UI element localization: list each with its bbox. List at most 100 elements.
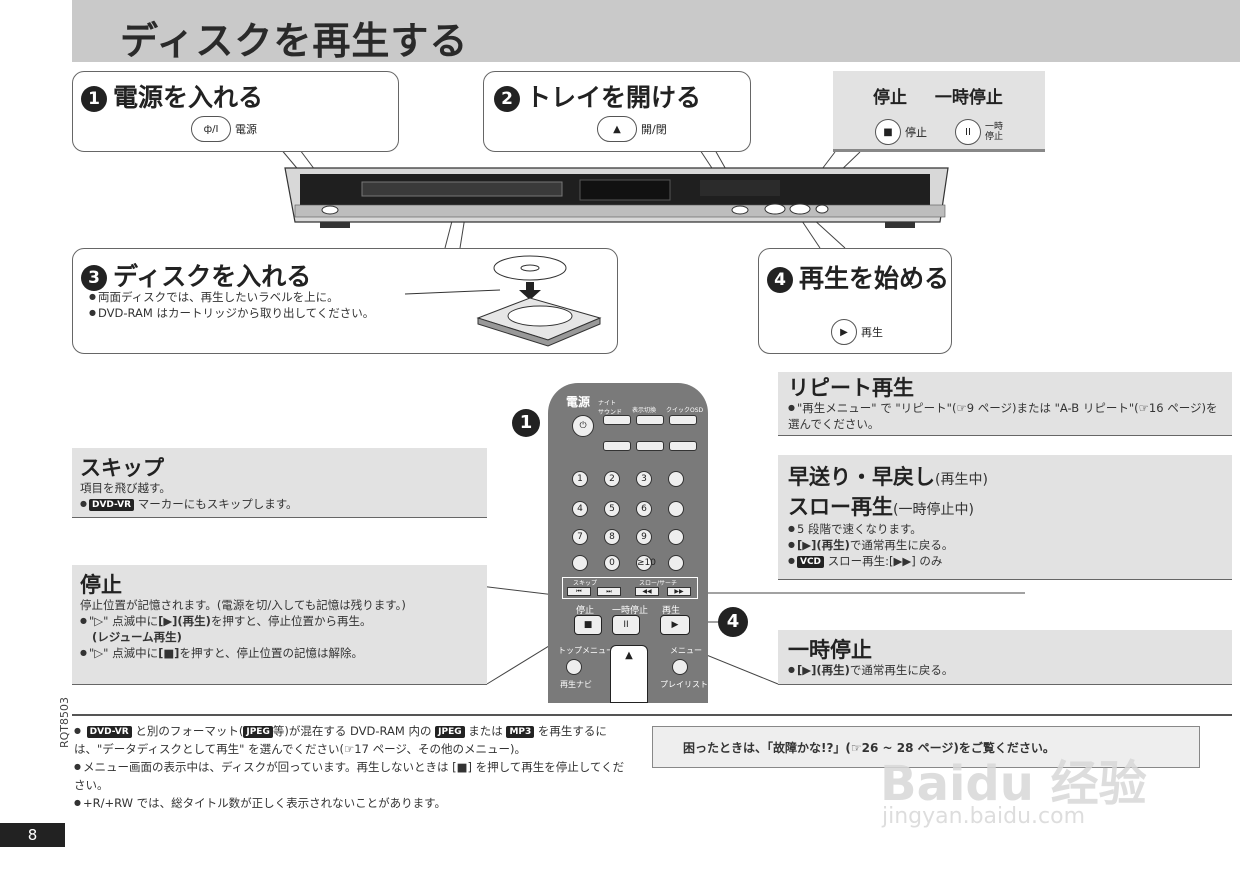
- step3-note: DVD-RAM はカートリッジから取り出してください。: [89, 305, 374, 321]
- remote-stop-label: 停止: [576, 606, 595, 616]
- dvd-vr-tag: DVD-VR: [88, 499, 135, 511]
- remote-quickosd-key: [669, 415, 697, 425]
- remote-key: [668, 501, 684, 517]
- pause-section: 一時停止 [▶](再生)で通常再生に戻る。: [778, 630, 1232, 685]
- skip-back-icon: ⏮: [567, 587, 591, 596]
- play-icon: ▶: [831, 319, 857, 345]
- stop-section-title: 停止: [80, 573, 122, 597]
- skip-line: マーカーにもスキップします。: [137, 497, 298, 511]
- ff-slow-section: 早送り・早戻し(再生中) スロー再生(一時停止中) 5 段階で速くなります。 […: [778, 455, 1232, 580]
- trouble-note: 困ったときは、「故障かな!?」(☞26 ~ 28 ページ)をご覧ください。: [652, 726, 1200, 768]
- remote-key-7: 7: [572, 529, 588, 545]
- pause-title: 一時停止: [934, 88, 1003, 108]
- step-number: 2: [494, 86, 520, 112]
- remote-key-3: 3: [636, 471, 652, 487]
- pause-label: 一時 停止: [985, 122, 1004, 142]
- remote-key: [668, 529, 684, 545]
- remote-key-8: 8: [604, 529, 620, 545]
- remote-night-label: ナイト サウンド: [598, 400, 623, 416]
- remote-menu-label: メニュー: [670, 646, 702, 655]
- remote-display-label: 表示切換: [632, 407, 657, 414]
- stop-line: 停止位置が記憶されます。(電源を切/入しても記憶は残ります。): [80, 598, 406, 612]
- eject-icon: ▲: [597, 116, 637, 142]
- repeat-section: リピート再生 "再生メニュー" で "リピート"(☞9 ページ)または "A-B…: [778, 372, 1232, 436]
- remote-key-5: 5: [604, 501, 620, 517]
- remote-stop-icon: ■: [574, 615, 602, 635]
- remote-key: [668, 471, 684, 487]
- remote-play-label: 再生: [662, 606, 681, 616]
- remote-key-4: 4: [572, 501, 588, 517]
- step-number: 4: [718, 607, 748, 637]
- open-close-label: 開/閉: [641, 123, 667, 136]
- remote-up-icon: ▲: [610, 645, 648, 703]
- remote-night-key: [603, 415, 631, 425]
- model-code: RQT8503: [58, 696, 71, 748]
- remote-playlist-label: プレイリスト: [660, 680, 708, 689]
- remote-key-0: 0: [604, 555, 620, 571]
- remote-key-2: 2: [604, 471, 620, 487]
- remote-key: [668, 555, 684, 571]
- remote-pause-icon: II: [612, 615, 640, 635]
- remote-skip-label: スキップ: [573, 580, 598, 587]
- remote-key: [669, 441, 697, 451]
- repeat-text: "再生メニュー" で "リピート"(☞9 ページ)または "A-B リピート"(…: [788, 400, 1218, 432]
- remote-navi-label: 再生ナビ: [560, 680, 592, 689]
- stop-pause-box: 停止 一時停止 ■ 停止 II 一時 停止: [833, 71, 1045, 152]
- remote-power-icon: ⏻: [572, 415, 594, 437]
- divider: [72, 714, 1232, 716]
- slow-title: スロー再生: [788, 495, 893, 519]
- step3-note: 両面ディスクでは、再生したいラベルを上に。: [89, 289, 374, 305]
- remote-key-9: 9: [636, 529, 652, 545]
- title-banner: ディスクを再生する: [72, 0, 1240, 63]
- remote-quickosd-label: クイックOSD: [666, 407, 704, 414]
- rewind-icon: ◀◀: [635, 587, 659, 596]
- remote-menu-key: [672, 659, 688, 675]
- stop-section: 停止 停止位置が記憶されます。(電源を切/入しても記憶は残ります。) "▷" 点…: [72, 565, 487, 685]
- remote-key-1: 1: [572, 471, 588, 487]
- step1-title: 電源を入れる: [113, 83, 264, 112]
- stop-label: 停止: [905, 126, 927, 139]
- power-button-label: 電源: [235, 123, 257, 136]
- watermark-url: jingyan.baidu.com: [882, 804, 1086, 829]
- remote-play-icon: ▶: [660, 615, 690, 635]
- step2-title: トレイを開ける: [526, 83, 702, 112]
- power-icon: ф/I: [191, 116, 231, 142]
- step-number: 1: [81, 86, 107, 112]
- remote-pause-label: 一時停止: [612, 606, 649, 616]
- remote-skip-slow-group: スキップ スロー/サーチ ⏮ ⏭ ◀◀ ▶▶: [562, 577, 698, 599]
- remote-key: [572, 555, 588, 571]
- skip-section: スキップ 項目を飛び越す。 DVD-VR マーカーにもスキップします。: [72, 448, 487, 518]
- remote-topmenu-label: トップメニュー: [558, 646, 614, 655]
- remote-key: [636, 441, 664, 451]
- remote-control: 電源 ⏻ ナイト サウンド 表示切換 クイックOSD 1 2 3 4 5 6 7…: [548, 383, 708, 703]
- ff-title: 早送り・早戻し: [788, 465, 935, 489]
- step3-title: ディスクを入れる: [113, 262, 312, 291]
- remote-key: [603, 441, 631, 451]
- remote-slow-label: スロー/サーチ: [639, 580, 678, 587]
- page-number: 8: [0, 823, 65, 847]
- page-title: ディスクを再生する: [120, 19, 469, 63]
- play-label: 再生: [861, 326, 883, 339]
- remote-key-10: ≥10: [636, 555, 656, 571]
- stop-title: 停止: [873, 88, 907, 108]
- remote-topmenu-key: [566, 659, 582, 675]
- pause-section-title: 一時停止: [788, 638, 872, 662]
- step-number: 4: [767, 267, 793, 293]
- fast-forward-icon: ▶▶: [667, 587, 691, 596]
- remote-key-6: 6: [636, 501, 652, 517]
- skip-title: スキップ: [80, 456, 164, 480]
- vcd-tag: VCD: [796, 556, 825, 568]
- stop-icon: ■: [875, 119, 901, 145]
- skip-line: 項目を飛び越す。: [80, 481, 171, 495]
- step-number: 3: [81, 265, 107, 291]
- skip-forward-icon: ⏭: [597, 587, 621, 596]
- remote-display-key: [636, 415, 664, 425]
- remote-power-label: 電源: [566, 395, 591, 409]
- step-number: 1: [512, 409, 540, 437]
